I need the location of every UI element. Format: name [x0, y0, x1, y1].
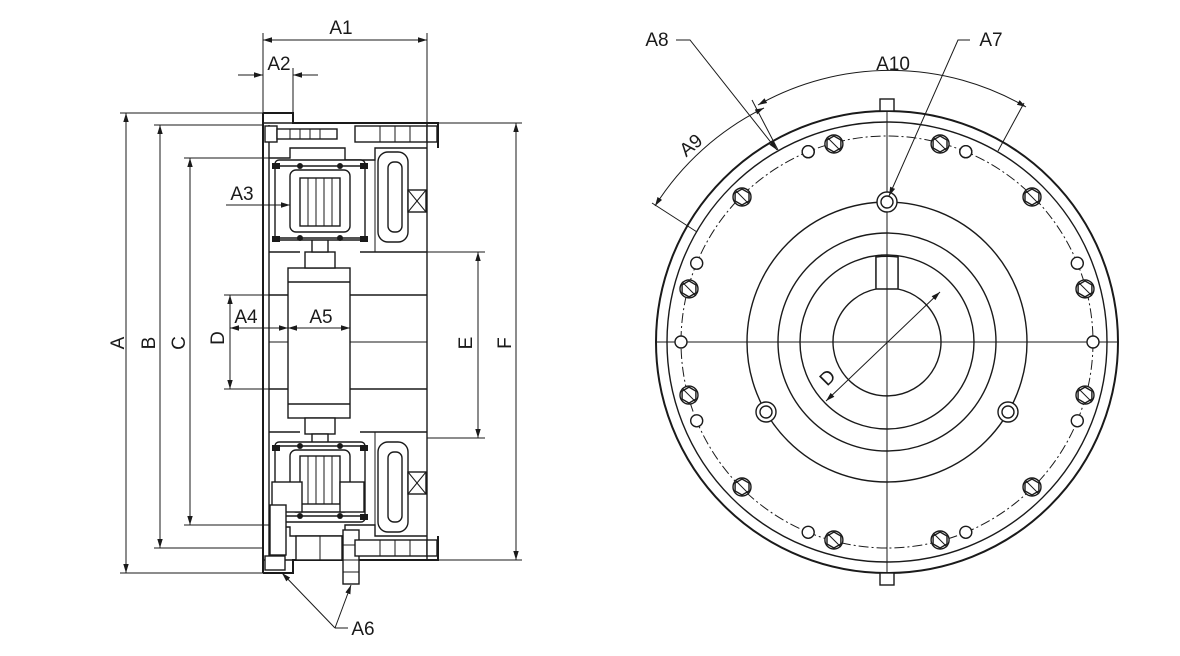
bottom-bolts: [264, 504, 438, 585]
bottom-lug: [879, 572, 895, 586]
label-A8: A8: [645, 30, 668, 51]
side-labels: A B C D E F A1 A2 A3 A4 A5 A6: [108, 18, 516, 640]
label-A7: A7: [979, 30, 1002, 51]
right-housing-parts: [377, 151, 427, 533]
top-bolts: [264, 125, 438, 143]
label-A10: A10: [876, 54, 910, 75]
outer-bolt-holes: [674, 144, 1100, 539]
hex-bolt: [824, 134, 844, 154]
dimension-lines-side: [120, 33, 522, 629]
a10-ext-right: [997, 102, 1025, 152]
label-A2: A2: [267, 54, 290, 75]
bolt-hole: [690, 414, 704, 428]
label-C: C: [169, 336, 190, 350]
label-E: E: [456, 337, 477, 350]
bolt-hole: [674, 335, 688, 349]
label-A5: A5: [309, 307, 332, 328]
label-A: A: [108, 336, 129, 349]
hex-bolt: [824, 530, 844, 550]
diameter-dimension-line: [825, 291, 941, 402]
hex-bolt: [1075, 385, 1095, 405]
a10-ext-left: [751, 99, 779, 151]
label-A4: A4: [234, 307, 258, 328]
label-A3: A3: [230, 184, 253, 205]
bolt-hole: [959, 144, 973, 159]
lower-bearing-assembly: [271, 441, 368, 523]
label-A1: A1: [329, 18, 352, 39]
a9-ext: [651, 202, 698, 233]
a10-arc: [757, 69, 1027, 108]
bolt-hole: [690, 256, 704, 270]
bolt-hole: [959, 525, 973, 539]
hex-bolt: [930, 134, 950, 154]
front-view: A7 A8 A10 A9 D: [645, 30, 1119, 586]
side-section-view: A B C D E F A1 A2 A3 A4 A5 A6: [108, 18, 522, 640]
bolt-hole: [801, 144, 815, 159]
upper-bearing-assembly: [272, 159, 368, 242]
a7-leader: [888, 39, 970, 197]
hex-bolt: [1022, 187, 1042, 207]
label-F: F: [495, 337, 516, 349]
hex-bolt: [679, 279, 699, 299]
label-A9: A9: [676, 130, 707, 161]
label-D: D: [208, 331, 229, 345]
label-B: B: [139, 337, 160, 350]
hex-bolt: [732, 187, 752, 207]
top-lug: [879, 98, 895, 112]
front-labels: A7 A8 A10 A9 D: [645, 30, 1002, 390]
hex-bolt: [930, 530, 950, 550]
shaft-block: [287, 231, 351, 455]
hex-bolt: [732, 477, 752, 497]
hex-bolt: [1022, 477, 1042, 497]
label-D-front: D: [816, 366, 841, 391]
bolt-hole: [1070, 256, 1085, 270]
label-A6: A6: [351, 619, 374, 640]
hex-bolt: [1075, 279, 1095, 299]
hex-bolt: [679, 385, 699, 405]
bolt-hole: [801, 525, 815, 539]
bolt-hole: [1070, 414, 1085, 428]
inner-bolts: [755, 191, 1019, 423]
a8-leader: [676, 39, 778, 151]
bolt-hole: [1086, 335, 1100, 349]
